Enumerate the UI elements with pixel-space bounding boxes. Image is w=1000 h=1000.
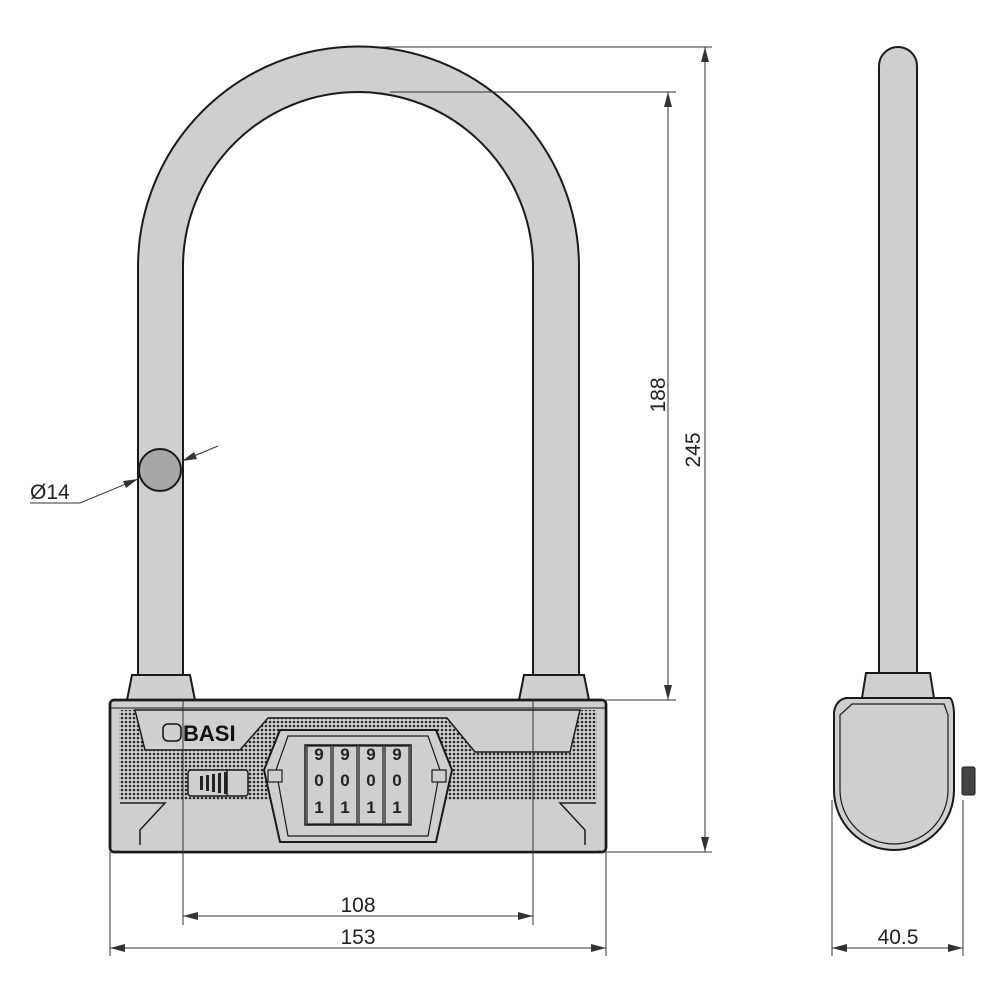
- dial-digit: 9: [392, 745, 401, 764]
- dim-inner-height: 188: [647, 377, 670, 412]
- dimension-arrows: [110, 47, 963, 952]
- dial-wheel[interactable]: [358, 745, 384, 825]
- dial-wheel[interactable]: [384, 745, 410, 825]
- dial-digit: 0: [340, 771, 349, 790]
- dial-digit: 0: [392, 771, 401, 790]
- dial-wheel[interactable]: [332, 745, 358, 825]
- dial-digit: 9: [340, 745, 349, 764]
- dial-wheel[interactable]: [306, 745, 332, 825]
- shackle-front: [137, 45, 580, 681]
- brand-logo: BASI: [162, 721, 236, 746]
- release-slider[interactable]: [187, 769, 249, 797]
- combination-dial-window: [262, 729, 454, 843]
- dial-digit: 0: [366, 771, 375, 790]
- side-view: [833, 46, 976, 851]
- side-knob: [961, 766, 976, 796]
- dim-inner-width: 108: [340, 894, 375, 917]
- dial-digit: 9: [314, 745, 323, 764]
- dim-overall-height: 245: [682, 432, 705, 467]
- shackle-cross-section: [138, 448, 182, 492]
- dial-digit: 1: [340, 798, 349, 817]
- dial-digit: 1: [314, 798, 323, 817]
- dim-overall-width: 153: [340, 926, 375, 949]
- dim-depth: 40.5: [878, 926, 919, 949]
- dial-digit: 9: [366, 745, 375, 764]
- brand-text: BASI: [183, 721, 236, 746]
- elephant-icon: [162, 723, 182, 742]
- left-collar: [125, 674, 197, 701]
- right-collar: [517, 674, 591, 701]
- dim-shackle-diameter: Ø14: [30, 481, 70, 504]
- dial-digit: 1: [366, 798, 375, 817]
- dial-digit: 0: [314, 771, 323, 790]
- dimension-lines: [30, 46, 964, 956]
- dial-digit: 1: [392, 798, 401, 817]
